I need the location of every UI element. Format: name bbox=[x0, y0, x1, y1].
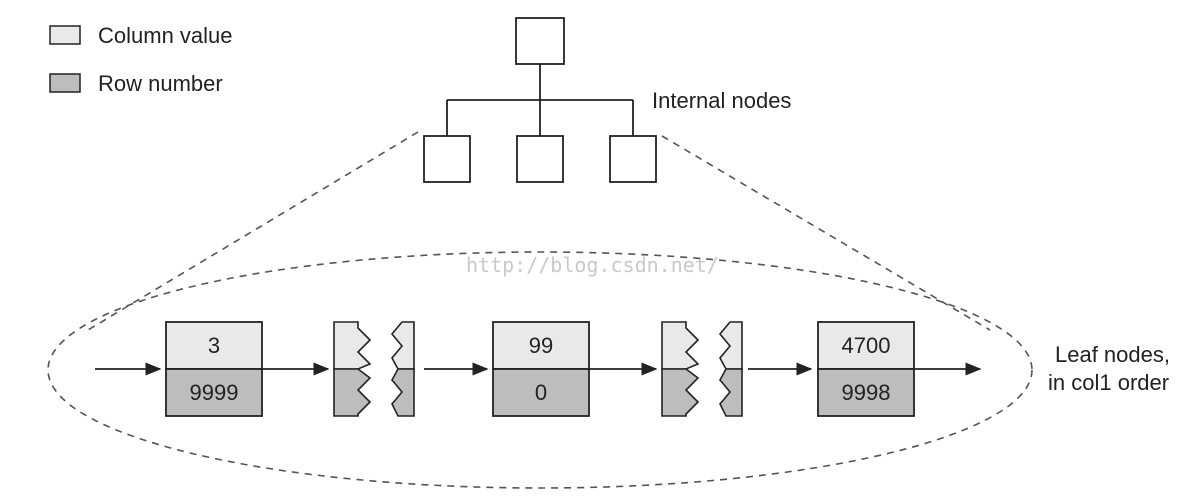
leaf-column-value: 99 bbox=[529, 333, 553, 358]
leaf-row: 3 9999 99 0 4700 9998 bbox=[95, 321, 1170, 417]
legend: Column value Row number bbox=[49, 23, 233, 96]
zoom-line-right bbox=[661, 135, 991, 331]
internal-node-left bbox=[423, 135, 471, 183]
watermark: http://blog.csdn.net/ bbox=[466, 253, 719, 277]
legend-item-row-number: Row number bbox=[49, 71, 223, 96]
torn-leaf-right-top bbox=[718, 321, 743, 370]
internal-node-middle bbox=[516, 135, 564, 183]
leaf-column-value: 3 bbox=[208, 333, 220, 358]
torn-leaf-left-top bbox=[661, 321, 700, 370]
leaf-row-number: 9998 bbox=[842, 380, 891, 405]
leaf-row-number: 0 bbox=[535, 380, 547, 405]
leaf-row-number-cell bbox=[492, 368, 590, 417]
torn-leaf-left-bottom bbox=[333, 368, 372, 417]
leaf-row-number-cell bbox=[165, 368, 263, 417]
internal-nodes-tree: Internal nodes bbox=[423, 17, 791, 183]
leaf-nodes-label-line1: Leaf nodes, bbox=[1055, 342, 1170, 367]
leaf-node: 3 9999 bbox=[165, 321, 263, 417]
leaf-row-number: 9999 bbox=[190, 380, 239, 405]
leaf-nodes-label-line2: in col1 order bbox=[1048, 370, 1169, 395]
leaf-column-value-cell bbox=[492, 321, 590, 370]
torn-leaf-right-bottom bbox=[719, 368, 743, 417]
legend-label-row-number: Row number bbox=[98, 71, 223, 96]
torn-leaf-left-top bbox=[333, 321, 372, 370]
torn-leaf-left-bottom bbox=[661, 368, 700, 417]
legend-item-column-value: Column value bbox=[49, 23, 233, 48]
internal-node-right bbox=[609, 135, 657, 183]
leaf-column-value: 4700 bbox=[842, 333, 891, 358]
internal-nodes-label: Internal nodes bbox=[652, 88, 791, 113]
leaf-row-number-cell bbox=[817, 368, 915, 417]
torn-leaf-right-top bbox=[390, 321, 415, 370]
torn-leaf-right-bottom bbox=[391, 368, 415, 417]
omitted-leaves-gap bbox=[333, 321, 415, 417]
omitted-leaves-gap bbox=[661, 321, 743, 417]
legend-swatch-row-number bbox=[49, 73, 81, 93]
leaf-column-value-cell bbox=[165, 321, 263, 370]
leaf-level-ellipse bbox=[47, 251, 1033, 489]
root-node bbox=[515, 17, 565, 65]
leaf-column-value-cell bbox=[817, 321, 915, 370]
leaf-node: 4700 9998 bbox=[817, 321, 915, 417]
zoom-line-left bbox=[87, 131, 419, 331]
legend-swatch-column-value bbox=[49, 25, 81, 45]
leaf-node: 99 0 bbox=[492, 321, 590, 417]
legend-label-column-value: Column value bbox=[98, 23, 233, 48]
